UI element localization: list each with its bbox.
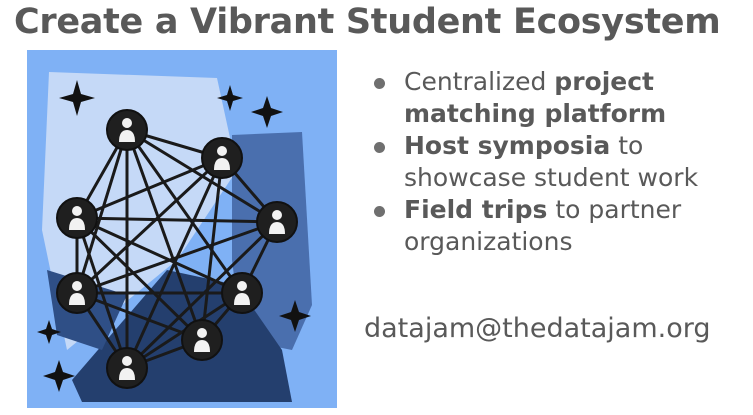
network-edge — [125, 220, 279, 370]
bullet-item: Host symposia to showcase student work — [368, 130, 748, 194]
network-edge — [75, 216, 244, 295]
slide-title: Create a Vibrant Student Ecosystem — [14, 2, 721, 42]
bullet-dot — [374, 142, 385, 153]
bullet-item: Field trips to partner organizations — [368, 194, 748, 258]
network-edge — [125, 128, 244, 295]
bullet-text-bold: Field trips — [404, 195, 548, 224]
sparkle-icon — [59, 80, 95, 116]
network-illustration — [27, 50, 337, 408]
bullet-text-bold: project matching platform — [404, 67, 667, 128]
bullet-text-normal: to partner organizations — [404, 195, 682, 256]
bullet-item: Centralized project matching platform — [368, 66, 748, 130]
person-icon — [56, 197, 98, 239]
sparkle-icon — [43, 360, 75, 392]
sparkle-icon — [279, 300, 311, 332]
network-edge — [75, 128, 129, 295]
person-icon — [56, 272, 98, 314]
bullet-text-normal: to showcase student work — [404, 131, 699, 192]
bullet-list: Centralized project matching platform Ho… — [368, 66, 748, 258]
person-icon — [221, 272, 263, 314]
network-edge — [75, 156, 224, 295]
bullet-text-normal: Centralized — [404, 67, 555, 96]
network-edge — [75, 216, 279, 224]
network-edge — [75, 220, 279, 295]
bullet-dot — [374, 78, 385, 89]
network-edge — [125, 128, 204, 342]
network-nodes — [56, 109, 298, 389]
network-edge — [75, 216, 204, 342]
person-icon — [201, 137, 243, 179]
contact-email[interactable]: datajam@thedatajam.org — [364, 313, 711, 344]
bullet-dot — [374, 206, 385, 217]
sparkles — [37, 80, 311, 392]
sparkle-icon — [251, 96, 283, 128]
person-icon — [106, 109, 148, 151]
person-icon — [181, 319, 223, 361]
sparkle-icon — [37, 320, 61, 344]
person-icon — [256, 201, 298, 243]
network-edge — [200, 156, 224, 342]
network-edge — [75, 156, 224, 220]
person-icon — [106, 347, 148, 389]
bullet-text-bold: Host symposia — [404, 131, 611, 160]
sparkle-icon — [217, 85, 243, 111]
